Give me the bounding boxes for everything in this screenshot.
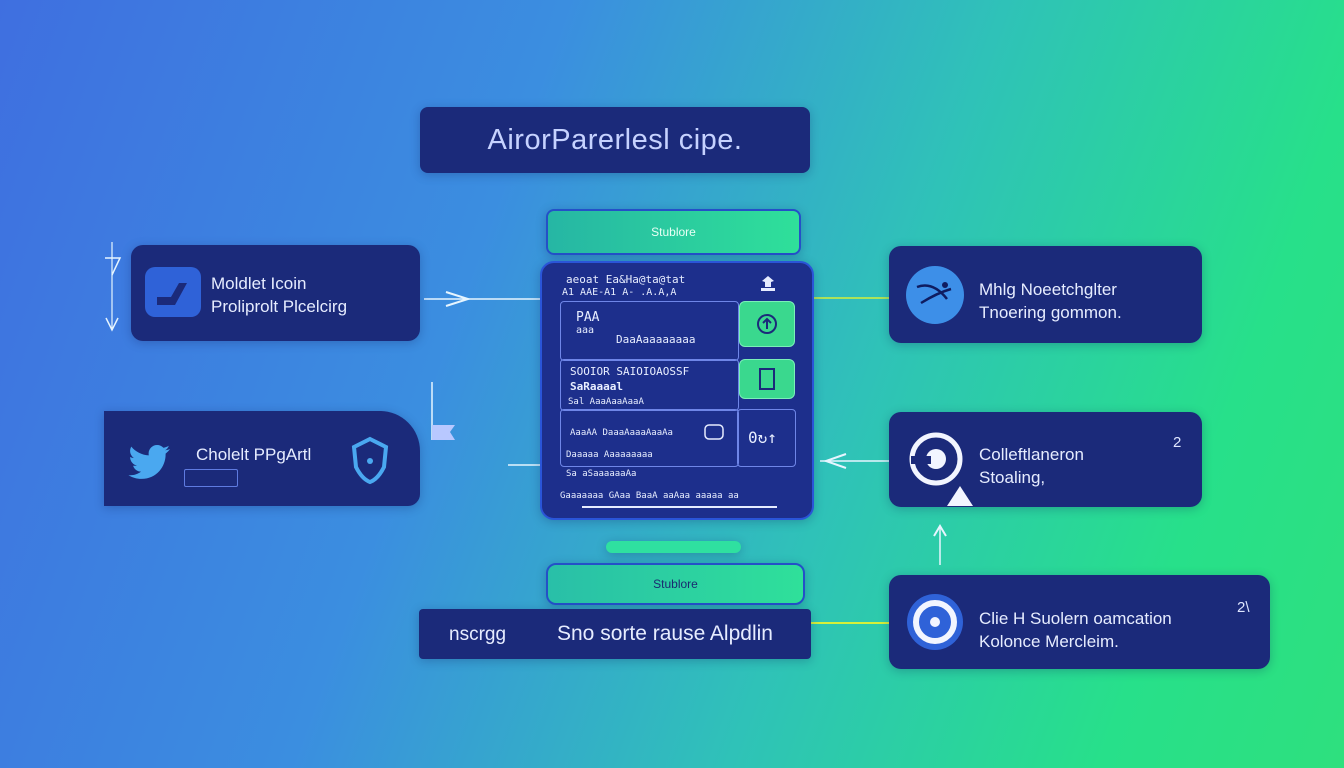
triangle-marker-icon bbox=[947, 486, 973, 506]
right-node-3[interactable]: Clie H Suolern oamcation Kolonce Merclei… bbox=[889, 575, 1270, 669]
panel-row2-b: SaRaaaal bbox=[570, 380, 623, 393]
panel-ctrl-glyphs: 0↻↑ bbox=[748, 428, 777, 447]
center-panel: aeoat Ea&Ha@ta@tat A1 AAE-A1 A- .A.A,A P… bbox=[540, 261, 814, 520]
right-node-2-line2: Stoaling, bbox=[979, 468, 1046, 487]
center-progress-bar bbox=[606, 541, 741, 553]
right-node-3-line1: Clie H Suolern oamcation bbox=[979, 609, 1172, 628]
phone-icon bbox=[761, 276, 775, 291]
panel-row1-a: PAA bbox=[576, 310, 600, 325]
globe-satellite-icon bbox=[906, 266, 964, 324]
decor-funnel bbox=[105, 257, 122, 276]
arrowhead-right-middle bbox=[822, 453, 847, 469]
upload-icon bbox=[757, 314, 777, 334]
bottom-bar: nscrgg Sno sorte rause Alpdlin bbox=[419, 609, 811, 659]
center-pill-button[interactable]: Stublore bbox=[546, 563, 805, 605]
panel-row2-a: SOOIOR SAIOIOAOSSF bbox=[570, 365, 690, 378]
panel-green-button-2[interactable] bbox=[739, 359, 795, 399]
center-pill-label: Stublore bbox=[653, 577, 698, 591]
decor-left-arrow bbox=[105, 317, 119, 332]
arrowhead-up bbox=[933, 524, 947, 537]
door-icon bbox=[759, 368, 775, 390]
diagram-title: AirorParerlesl cipe. bbox=[487, 123, 743, 156]
panel-row3-a: Sal AaaAaaAaaA bbox=[568, 397, 644, 407]
bottom-bar-right: Sno sorte rause Alpdlin bbox=[557, 622, 773, 645]
right-node-3-number: 2\ bbox=[1237, 599, 1250, 616]
decor-flag bbox=[432, 425, 455, 440]
panel-row-3[interactable] bbox=[560, 409, 739, 467]
panel-footer-rule bbox=[582, 506, 777, 508]
left-node-1[interactable]: Moldlet Icoin Proliprolt Plcelcirg bbox=[131, 245, 420, 341]
panel-row3-b: AaaAA DaaaAaaaAaaAa bbox=[570, 428, 673, 438]
left-node-1-line2: Proliprolt Plcelcirg bbox=[211, 297, 348, 316]
left-node-1-line1: Moldlet Icoin bbox=[211, 274, 307, 293]
panel-row1-b: aaa bbox=[576, 325, 595, 336]
left-node-2-input[interactable] bbox=[184, 469, 238, 487]
right-node-3-line2: Kolonce Mercleim. bbox=[979, 632, 1119, 651]
right-node-1-line2: Tnoering gommon. bbox=[979, 303, 1122, 322]
panel-row1-c: DaaAaaaaaaaa bbox=[616, 333, 696, 346]
spiral-icon bbox=[909, 432, 963, 486]
panel-row-1[interactable] bbox=[560, 301, 739, 361]
twitter-bird-icon bbox=[128, 445, 170, 479]
panel-row-2[interactable] bbox=[560, 359, 739, 411]
right-node-2-number: 2 bbox=[1173, 434, 1182, 451]
panel-row3-c: Daaaaa Aaaaaaaaa bbox=[566, 450, 653, 460]
panel-ctrl-box[interactable] bbox=[737, 409, 796, 467]
bottom-bar-left: nscrgg bbox=[449, 624, 507, 645]
right-node-2[interactable]: Colleftlaneron Stoaling, 2 bbox=[889, 412, 1202, 507]
panel-header: aeoat Ea&Ha@ta@tat bbox=[566, 273, 686, 286]
panel-subheader: A1 AAE-A1 A- .A.A,A bbox=[562, 287, 677, 298]
panel-row4: Sa aSaaaaaaAa bbox=[566, 469, 637, 479]
right-node-2-line1: Colleftlaneron bbox=[979, 445, 1084, 464]
target-icon bbox=[907, 594, 963, 650]
right-node-1-line1: Mhlg Noeetchglter bbox=[979, 280, 1117, 299]
center-top-tab[interactable]: Stublore bbox=[546, 209, 801, 255]
shield-icon bbox=[351, 436, 389, 485]
right-node-1[interactable]: Mhlg Noeetchglter Tnoering gommon. bbox=[889, 246, 1202, 343]
left-node-2-line1: Cholelt PPgArtl bbox=[196, 445, 312, 464]
center-top-tab-label: Stublore bbox=[651, 225, 696, 239]
diagram-title-box: AirorParerlesl cipe. bbox=[420, 107, 810, 173]
arrowhead-left-top bbox=[445, 291, 472, 307]
panel-green-button-1[interactable] bbox=[739, 301, 795, 347]
left-node-2[interactable]: Cholelt PPgArtl bbox=[104, 411, 420, 506]
panel-footer: Gaaaaaaa GAaa BaaA aaAaa aaaaa aa bbox=[560, 491, 739, 501]
arrow-check-icon bbox=[145, 267, 201, 317]
phone-small-icon bbox=[704, 424, 724, 440]
